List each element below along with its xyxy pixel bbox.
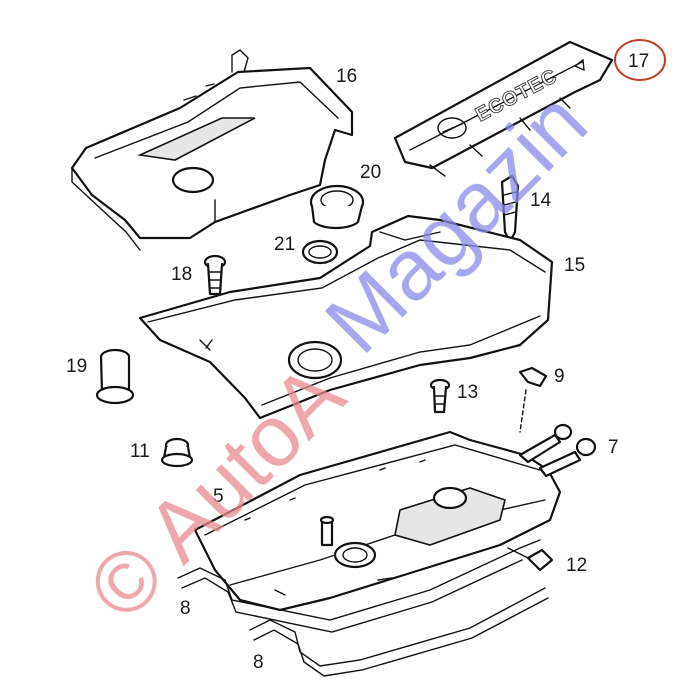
callout-20: 20 (360, 162, 381, 183)
part-15-main-engine-cover (138, 214, 554, 420)
part-9-clip (518, 366, 548, 433)
callout-labels: 16 20 21 14 15 18 19 13 9 11 7 5 12 8 8 … (66, 39, 666, 673)
part-5-cylinder-head-cover (193, 430, 582, 612)
part-13-bolt (429, 378, 451, 414)
callout-21: 21 (274, 234, 295, 255)
callout-14: 14 (530, 190, 552, 211)
callout-11: 11 (130, 441, 150, 462)
callout-19: 19 (66, 356, 87, 377)
callout-15: 15 (564, 255, 585, 276)
part-11-plug (160, 437, 194, 468)
callout-8-lower: 8 (253, 652, 264, 673)
callout-5: 5 (213, 486, 224, 507)
callout-13: 13 (457, 382, 478, 403)
part-7-caps (553, 423, 597, 457)
callout-7: 7 (608, 437, 619, 458)
part-21-o-ring (301, 239, 339, 265)
callout-8-upper: 8 (180, 598, 191, 619)
callout-17-highlight-circle (614, 39, 666, 81)
callout-12: 12 (566, 555, 587, 576)
part-18-bolt (203, 254, 227, 296)
part-19-sleeve (95, 348, 135, 405)
part-12-clip (507, 547, 554, 572)
part-14-stud-clip (500, 174, 520, 244)
callout-9: 9 (554, 366, 565, 387)
callout-17: 17 (628, 51, 649, 72)
part-16-upper-engine-cover (70, 49, 354, 251)
callout-16: 16 (336, 66, 357, 87)
part-20-oil-filler-cap (309, 184, 365, 230)
callout-18: 18 (171, 264, 192, 285)
part-8-gaskets (177, 539, 549, 677)
